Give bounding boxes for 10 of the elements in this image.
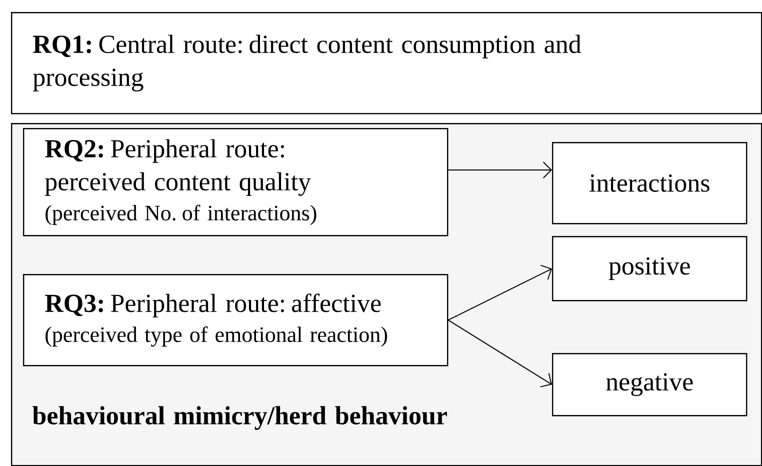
arrow xyxy=(448,320,552,388)
question-box: RQ2: Peripheral route: perceived content quality (perceived No. of interactions) xyxy=(23,128,448,236)
question-box: RQ3: Peripheral route: affective (perceived type of emotional reaction) xyxy=(23,274,448,366)
outcome-box: positive xyxy=(552,236,748,302)
outcome-box: interactions xyxy=(552,142,748,224)
arrow xyxy=(448,162,552,178)
outcome-box: negative xyxy=(552,353,748,416)
arrow xyxy=(448,264,552,321)
group-label: behavioural mimicry/herd behaviour xyxy=(32,406,447,430)
question-box: RQ1: Central route: direct content consumption and processing xyxy=(11,12,762,114)
